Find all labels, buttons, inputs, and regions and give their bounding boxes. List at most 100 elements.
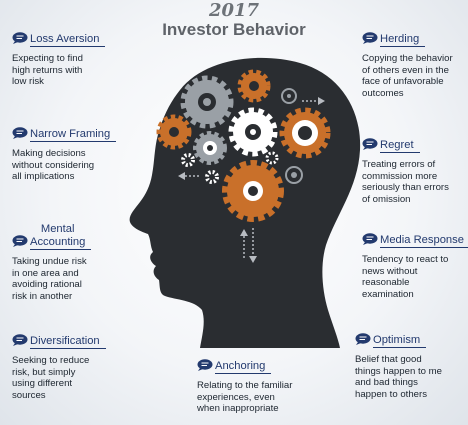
card-description: Treating errors of commission more serio… <box>362 159 449 205</box>
card-title-line: Optimism <box>373 334 421 346</box>
card-title: Mental Accounting <box>30 223 92 250</box>
card-title-line: Narrow Framing <box>30 128 111 140</box>
card-herding: Herding Copying the behavior of others e… <box>362 32 453 99</box>
desc-line: risk, but simply <box>12 366 76 378</box>
card-description: Making decisions without considering all… <box>12 148 94 183</box>
gear-orange-right <box>279 107 331 159</box>
speech-bubble-icon <box>12 32 28 44</box>
gear-outline-small-1 <box>181 153 195 167</box>
card-title: Regret <box>380 139 420 153</box>
card-title-line: Regret <box>380 139 414 151</box>
card-description: Belief that good things happen to me and… <box>355 354 442 400</box>
desc-line: Expecting to find <box>12 53 83 64</box>
desc-line: reasonable <box>362 277 410 289</box>
desc-line: Treating errors of <box>362 159 436 170</box>
desc-line: in one area and <box>12 267 79 279</box>
desc-line: things happen to me <box>355 365 442 377</box>
card-title: Anchoring <box>215 360 272 374</box>
desc-line: Copying the behavior <box>362 53 453 64</box>
desc-line: happen to others <box>355 388 428 400</box>
desc-line: sources <box>12 389 46 401</box>
card-description: Relating to the familiar experiences, ev… <box>197 380 292 415</box>
gear-outline-small-4 <box>285 166 303 184</box>
desc-line: avoiding rational <box>12 279 82 291</box>
speech-bubble-icon <box>12 334 28 346</box>
card-anchoring: Anchoring Relating to the familiar exper… <box>197 359 292 415</box>
arrow-up-dashed <box>240 229 248 258</box>
desc-line: face of unfavorable <box>362 76 444 88</box>
arrow-right-dashed <box>302 97 325 105</box>
gear-large-orange-bottom <box>222 160 284 222</box>
desc-line: all implications <box>12 171 75 183</box>
card-title-line: Mental <box>40 223 75 235</box>
desc-line: Seeking to reduce <box>12 355 90 366</box>
gear-small-orange-top <box>237 69 271 103</box>
card-regret: Regret Treating errors of commission mor… <box>362 138 449 205</box>
desc-line: examination <box>362 288 414 300</box>
desc-line: and bad things <box>355 377 418 389</box>
card-title-line: Media Response <box>380 234 464 246</box>
desc-line: experiences, even <box>197 391 275 403</box>
desc-line: without considering <box>12 159 95 171</box>
card-media-response: Media Response Tendency to react to news… <box>362 233 468 300</box>
desc-line: Tendency to react to <box>362 254 449 265</box>
desc-line: of omission <box>362 193 411 205</box>
title-year: 2017 <box>208 0 260 21</box>
gear-outline-small-2 <box>205 170 219 184</box>
desc-line: Making decisions <box>12 148 86 159</box>
desc-line: when inappropriate <box>197 403 279 415</box>
header: 2017 Investor Behavior <box>0 2 468 40</box>
card-title: Diversification <box>30 335 106 349</box>
desc-line: outcomes <box>362 87 404 99</box>
card-description: Tendency to react to news without reason… <box>362 254 448 300</box>
card-title: Media Response <box>380 234 468 248</box>
card-title: Narrow Framing <box>30 128 117 142</box>
card-title-line: Loss Aversion <box>30 33 100 45</box>
gear-orange-left <box>156 114 192 150</box>
card-narrow-framing: Narrow Framing Making decisions without … <box>12 127 117 183</box>
gear-outline-small-5 <box>265 151 279 165</box>
speech-bubble-icon <box>197 359 213 371</box>
card-title-line: Diversification <box>30 335 100 347</box>
card-title: Herding <box>380 33 426 47</box>
speech-bubble-icon <box>362 138 378 150</box>
desc-line: risk in another <box>12 290 73 302</box>
gear-white-center <box>228 107 278 157</box>
desc-line: using different <box>12 378 73 390</box>
card-description: Expecting to find high returns with low … <box>12 53 83 88</box>
gear-outline-small-3 <box>281 88 297 104</box>
speech-bubble-icon <box>355 333 371 345</box>
desc-line: Taking undue risk <box>12 256 87 267</box>
desc-line: Belief that good <box>355 354 422 365</box>
card-title: Optimism <box>373 334 427 348</box>
card-title-line: Accounting <box>30 236 86 248</box>
card-optimism: Optimism Belief that good things happen … <box>355 333 442 400</box>
desc-line: seriously than errors <box>362 182 449 194</box>
desc-line: Relating to the familiar <box>197 380 293 391</box>
card-description: Taking undue risk in one area and avoidi… <box>12 256 87 302</box>
speech-bubble-icon <box>12 235 28 247</box>
desc-line: commission more <box>362 170 438 182</box>
desc-line: of others even in the <box>362 64 449 76</box>
card-title-line: Anchoring <box>215 360 266 372</box>
card-title: Loss Aversion <box>30 33 106 47</box>
arrow-left-dashed <box>178 172 200 180</box>
desc-line: news without <box>362 265 418 277</box>
card-diversification: Diversification Seeking to reduce risk, … <box>12 334 106 401</box>
speech-bubble-icon <box>362 32 378 44</box>
card-title-line: Herding <box>380 33 420 45</box>
card-mental-accounting: Mental Accounting Taking undue risk in o… <box>12 223 92 302</box>
speech-bubble-icon <box>362 233 378 245</box>
desc-line: high returns with <box>12 64 83 76</box>
gear-large-gray <box>180 75 234 129</box>
gear-gray-mid <box>193 131 227 165</box>
arrow-down-dashed <box>249 228 257 263</box>
speech-bubble-icon <box>12 127 28 139</box>
desc-line: low risk <box>12 76 44 88</box>
card-description: Seeking to reduce risk, but simply using… <box>12 355 89 401</box>
page-title: Investor Behavior <box>162 20 306 39</box>
card-description: Copying the behavior of others even in t… <box>362 53 453 99</box>
card-loss-aversion: Loss Aversion Expecting to find high ret… <box>12 32 106 88</box>
